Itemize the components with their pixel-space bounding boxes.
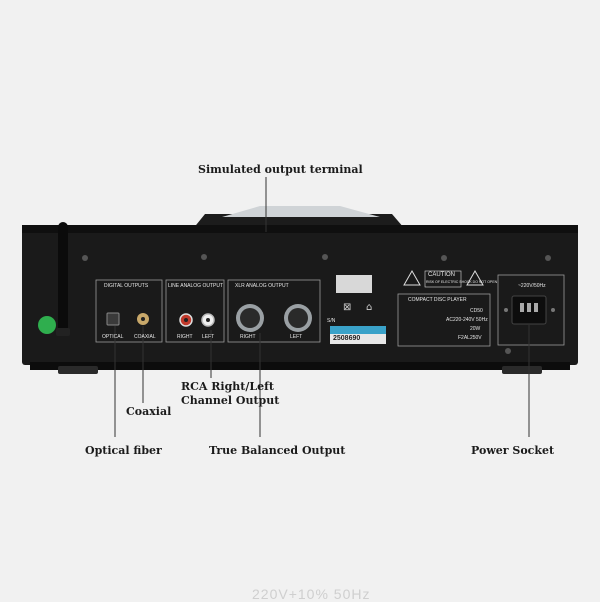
- digital-outputs-frame: [95, 279, 163, 343]
- serial-plate: [330, 334, 386, 344]
- socket-screw: [551, 308, 555, 312]
- power-pin: [527, 303, 531, 312]
- screw: [441, 255, 447, 261]
- callout-balanced: True Balanced Output: [209, 444, 346, 457]
- xlr-left-inner: [288, 308, 308, 328]
- rca-right-label: RIGHT: [177, 334, 193, 340]
- power-frame: [497, 274, 565, 346]
- rca-left-pin: [206, 318, 210, 322]
- optical-port-icon[interactable]: [106, 312, 120, 326]
- screw: [322, 254, 328, 260]
- caution-sub-label: RISK OF ELECTRIC SHOCK DO NOT OPEN: [426, 280, 498, 284]
- screw: [545, 255, 551, 261]
- screw: [201, 254, 207, 260]
- callout-rca-line1: RCA Right/Left: [181, 380, 274, 393]
- chassis-top-edge: [22, 225, 578, 233]
- consumption-value: 20W: [470, 326, 481, 332]
- compact-disc-label: COMPACT DISC PLAYER: [408, 297, 467, 303]
- xlr-left-label: LEFT: [290, 334, 303, 340]
- power-rating-value: AC220-240V 50Hz: [446, 317, 488, 323]
- watermark-text: 220V+10% 50Hz: [252, 586, 371, 602]
- chassis: [22, 225, 578, 365]
- antenna-base: [56, 328, 70, 336]
- small-sticker: [336, 275, 372, 293]
- xlr-right-label: RIGHT: [240, 334, 256, 340]
- xlr-right-inner: [240, 308, 260, 328]
- callout-coaxial: Coaxial: [126, 405, 172, 418]
- digital-outputs-label: DIGITAL OUTPUTS: [104, 283, 149, 289]
- foot-left: [58, 366, 98, 374]
- foot-right: [502, 366, 542, 374]
- screw: [505, 348, 511, 354]
- rca-right-pin: [184, 318, 188, 322]
- model-value: CD50: [470, 308, 483, 314]
- socket-screw: [504, 308, 508, 312]
- fuse-value: F2AL250V: [458, 335, 482, 341]
- callout-optical: Optical fiber: [85, 444, 162, 457]
- home-icon: ⌂: [366, 302, 372, 313]
- screw: [82, 255, 88, 261]
- warning-triangle-icon: [466, 269, 484, 286]
- green-badge-icon: [38, 316, 56, 334]
- xlr-analog-label: XLR ANALOG OUTPUT: [235, 283, 289, 289]
- optical-label: OPTICAL: [102, 334, 124, 340]
- callout-power: Power Socket: [471, 444, 555, 457]
- weee-icon: ⊠: [343, 302, 351, 313]
- coaxial-label: COAXIAL: [134, 334, 156, 340]
- callout-rca-line2: Channel Output: [181, 394, 280, 407]
- sn-label: S/N: [327, 318, 336, 324]
- line-analog-label: LINE ANALOG OUTPUT: [168, 283, 224, 289]
- disc-window: [222, 206, 380, 217]
- serial-strip: [330, 326, 386, 334]
- callout-simulated-output: Simulated output terminal: [198, 163, 363, 176]
- serial-number: 2508690: [333, 335, 361, 342]
- coaxial-pin: [141, 317, 145, 321]
- xlr-frame: [227, 279, 321, 343]
- caution-box: [424, 270, 462, 288]
- warning-triangle-icon: [403, 269, 421, 286]
- chassis-bottom: [30, 362, 570, 370]
- wifi-antenna: [58, 222, 68, 334]
- caution-label: CAUTION: [428, 272, 455, 278]
- line-analog-frame: [165, 279, 225, 343]
- power-pin: [534, 303, 538, 312]
- power-pin: [520, 303, 524, 312]
- spec-plate-frame: [397, 293, 491, 347]
- rca-left-label: LEFT: [202, 334, 215, 340]
- input-voltage-label: ~220V/50Hz: [518, 283, 546, 289]
